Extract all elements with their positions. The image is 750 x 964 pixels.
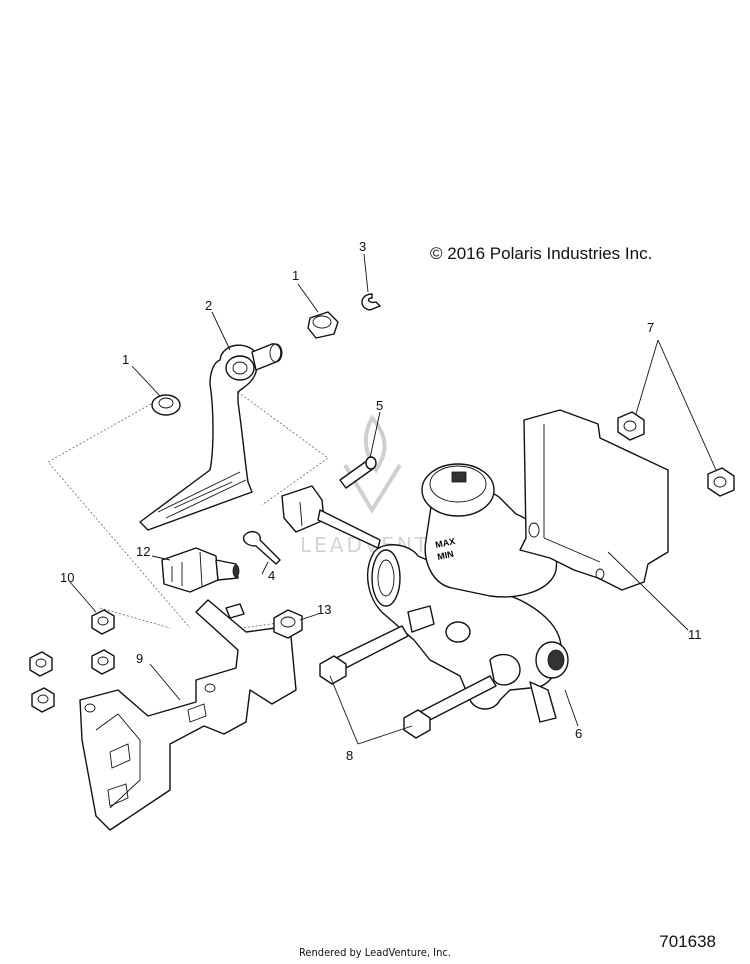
callout-13: 13 — [317, 602, 331, 617]
nut-7a — [617, 411, 645, 441]
nut-7b — [707, 467, 735, 497]
copyright-notice: © 2016 Polaris Industries Inc. — [430, 244, 653, 263]
callout-3: 3 — [359, 239, 366, 254]
callout-11: 11 — [688, 627, 702, 642]
callout-1b: 1 — [292, 268, 299, 283]
callout-1a: 1 — [122, 352, 129, 367]
bushing-1b — [307, 311, 339, 339]
e-clip-3 — [361, 293, 381, 311]
callout-6: 6 — [575, 726, 582, 741]
callout-10: 10 — [60, 570, 74, 585]
nut-left-a — [29, 651, 53, 677]
nut-10 — [91, 609, 115, 635]
nut-left-c — [31, 687, 55, 713]
bushing-1a — [151, 394, 181, 416]
diagram-part-number: 701638 — [659, 932, 716, 951]
callout-8: 8 — [346, 748, 353, 763]
bolt-8b — [403, 675, 497, 739]
callout-4: 4 — [268, 568, 275, 583]
mounting-bracket-9 — [79, 599, 297, 831]
pushrod-clevis — [281, 485, 381, 549]
nut-13 — [273, 609, 303, 639]
leader-lines — [69, 253, 717, 745]
reservoir-max-label: MAX — [434, 536, 456, 550]
callout-9: 9 — [136, 651, 143, 666]
clevis-pin-5 — [339, 456, 377, 489]
callout-5: 5 — [376, 398, 383, 413]
callout-7: 7 — [647, 320, 654, 335]
callouts: 1 1 3 2 5 7 4 12 10 13 9 11 6 8 — [60, 239, 702, 763]
cotter-pin-4 — [242, 530, 281, 565]
master-cylinder-6 — [367, 544, 569, 723]
brake-pedal-2 — [139, 343, 283, 531]
callout-12: 12 — [136, 544, 150, 559]
bolt-8a — [319, 625, 409, 685]
brake-switch-12 — [161, 547, 240, 593]
heat-shield-11 — [519, 409, 669, 591]
callout-2: 2 — [205, 298, 212, 313]
reservoir-min-label: MIN — [436, 549, 454, 562]
fluid-reservoir: MAX MIN — [421, 463, 558, 598]
nut-left-b — [91, 649, 115, 675]
rendered-by-credit: Rendered by LeadVenture, Inc. — [299, 946, 451, 959]
